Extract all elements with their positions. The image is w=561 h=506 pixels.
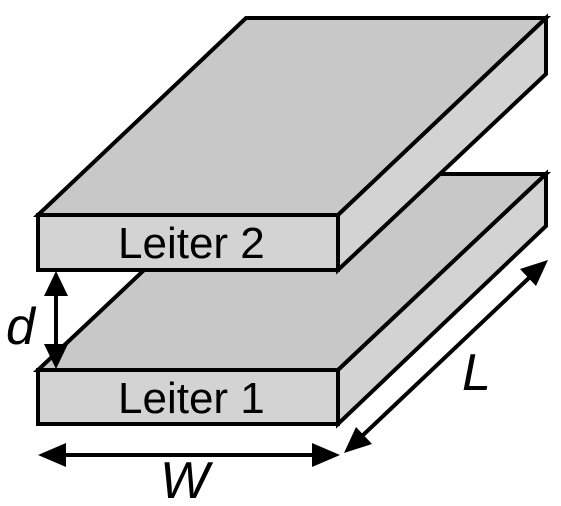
length-arrow-bottom [344,427,372,453]
width-label: W [160,452,214,506]
gap-arrow-down [44,344,68,369]
width-arrow-right [312,443,340,467]
length-dimension-line [359,274,533,439]
plate-1-label: Leiter 1 [118,374,265,423]
plate-2-label: Leiter 2 [118,219,265,268]
length-dimension: L [344,260,548,453]
length-arrow-top [520,260,548,286]
gap-arrow-up [44,271,68,296]
plate-leiter-2: Leiter 2 [32,13,552,275]
gap-label: d [6,298,37,356]
plate-2-front-face [36,213,340,272]
plate-1-front-face [36,368,340,426]
gap-dimension: d [6,271,68,369]
width-arrow-left [38,443,66,467]
length-label: L [462,344,491,402]
width-dimension: W [38,443,340,506]
